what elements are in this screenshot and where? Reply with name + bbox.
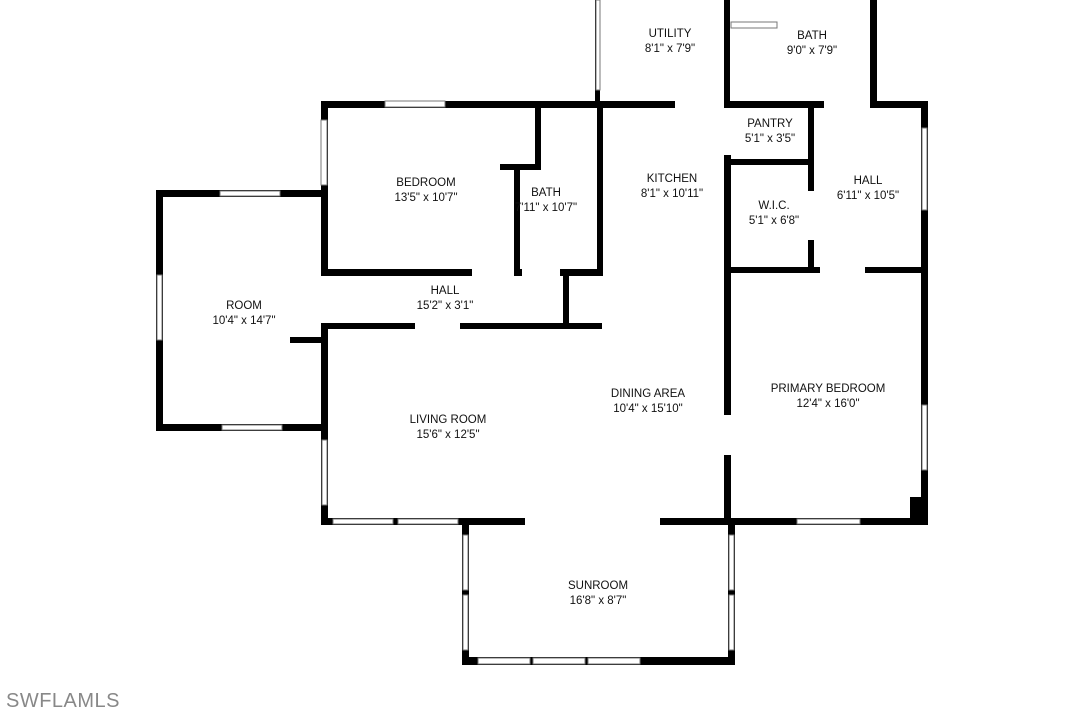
room-bedroom: BEDROOM 13'5" x 10'7": [394, 176, 457, 206]
room-dims: 5'1" x 6'8": [748, 215, 800, 227]
room-name: KITCHEN: [646, 173, 698, 185]
room-pantry: PANTRY 5'1" x 3'5": [745, 117, 795, 147]
room-living-room: LIVING ROOM 15'6" x 12'5": [410, 413, 487, 443]
room-hall-right: HALL 6'11" x 10'5": [837, 174, 899, 204]
room-name: HALL: [430, 285, 460, 297]
room-name: W.I.C.: [758, 200, 790, 212]
windows: [156, 0, 928, 665]
room-name: SUNROOM: [567, 580, 629, 592]
room-dims: 7'11" x 10'7": [514, 202, 578, 214]
room-dims: 5'1" x 3'5": [744, 133, 796, 145]
room-dims: 10'4" x 15'10": [613, 403, 683, 415]
room-name: PRIMARY BEDROOM: [770, 383, 886, 395]
room-name: UTILITY: [648, 28, 692, 40]
room-utility: UTILITY 8'1" x 7'9": [645, 27, 695, 57]
room-dims: 13'5" x 10'7": [394, 192, 458, 204]
room-sunroom: SUNROOM 16'8" x 8'7": [568, 579, 628, 609]
room-kitchen: KITCHEN 8'1" x 10'11": [641, 172, 703, 202]
walls: [156, 0, 928, 665]
room-dining-area: DINING AREA 10'4" x 15'10": [611, 387, 685, 417]
room-dims: 15'6" x 12'5": [416, 429, 480, 441]
room-bath-upper: BATH 9'0" x 7'9": [787, 29, 837, 59]
room-name: DINING AREA: [610, 388, 686, 400]
watermark: SWFLAMLS: [6, 690, 121, 712]
room-wic: W.I.C. 5'1" x 6'8": [749, 199, 799, 229]
room-name: BATH: [531, 187, 561, 199]
room-dims: 16'8" x 8'7": [569, 595, 627, 607]
room-name: ROOM: [226, 300, 262, 312]
room-dims: 15'2" x 3'1": [416, 300, 474, 312]
room-name: BEDROOM: [396, 177, 456, 189]
room-name: HALL: [853, 175, 883, 187]
room-dims: 8'1" x 10'11": [640, 188, 704, 200]
room-name: LIVING ROOM: [409, 414, 487, 426]
room-bath: BATH 7'11" x 10'7": [515, 186, 577, 216]
room-dims: 8'1" x 7'9": [644, 43, 696, 55]
room-name: PANTRY: [747, 118, 793, 130]
room-room: ROOM 10'4" x 14'7": [212, 299, 275, 329]
room-dims: 9'0" x 7'9": [786, 45, 838, 57]
room-dims: 10'4" x 14'7": [212, 315, 276, 327]
room-primary-bedroom: PRIMARY BEDROOM 12'4" x 16'0": [771, 382, 886, 412]
room-name: BATH: [797, 30, 827, 42]
room-hall: HALL 15'2" x 3'1": [417, 284, 474, 314]
room-dims: 12'4" x 16'0": [796, 398, 860, 410]
room-dims: 6'11" x 10'5": [836, 190, 900, 202]
